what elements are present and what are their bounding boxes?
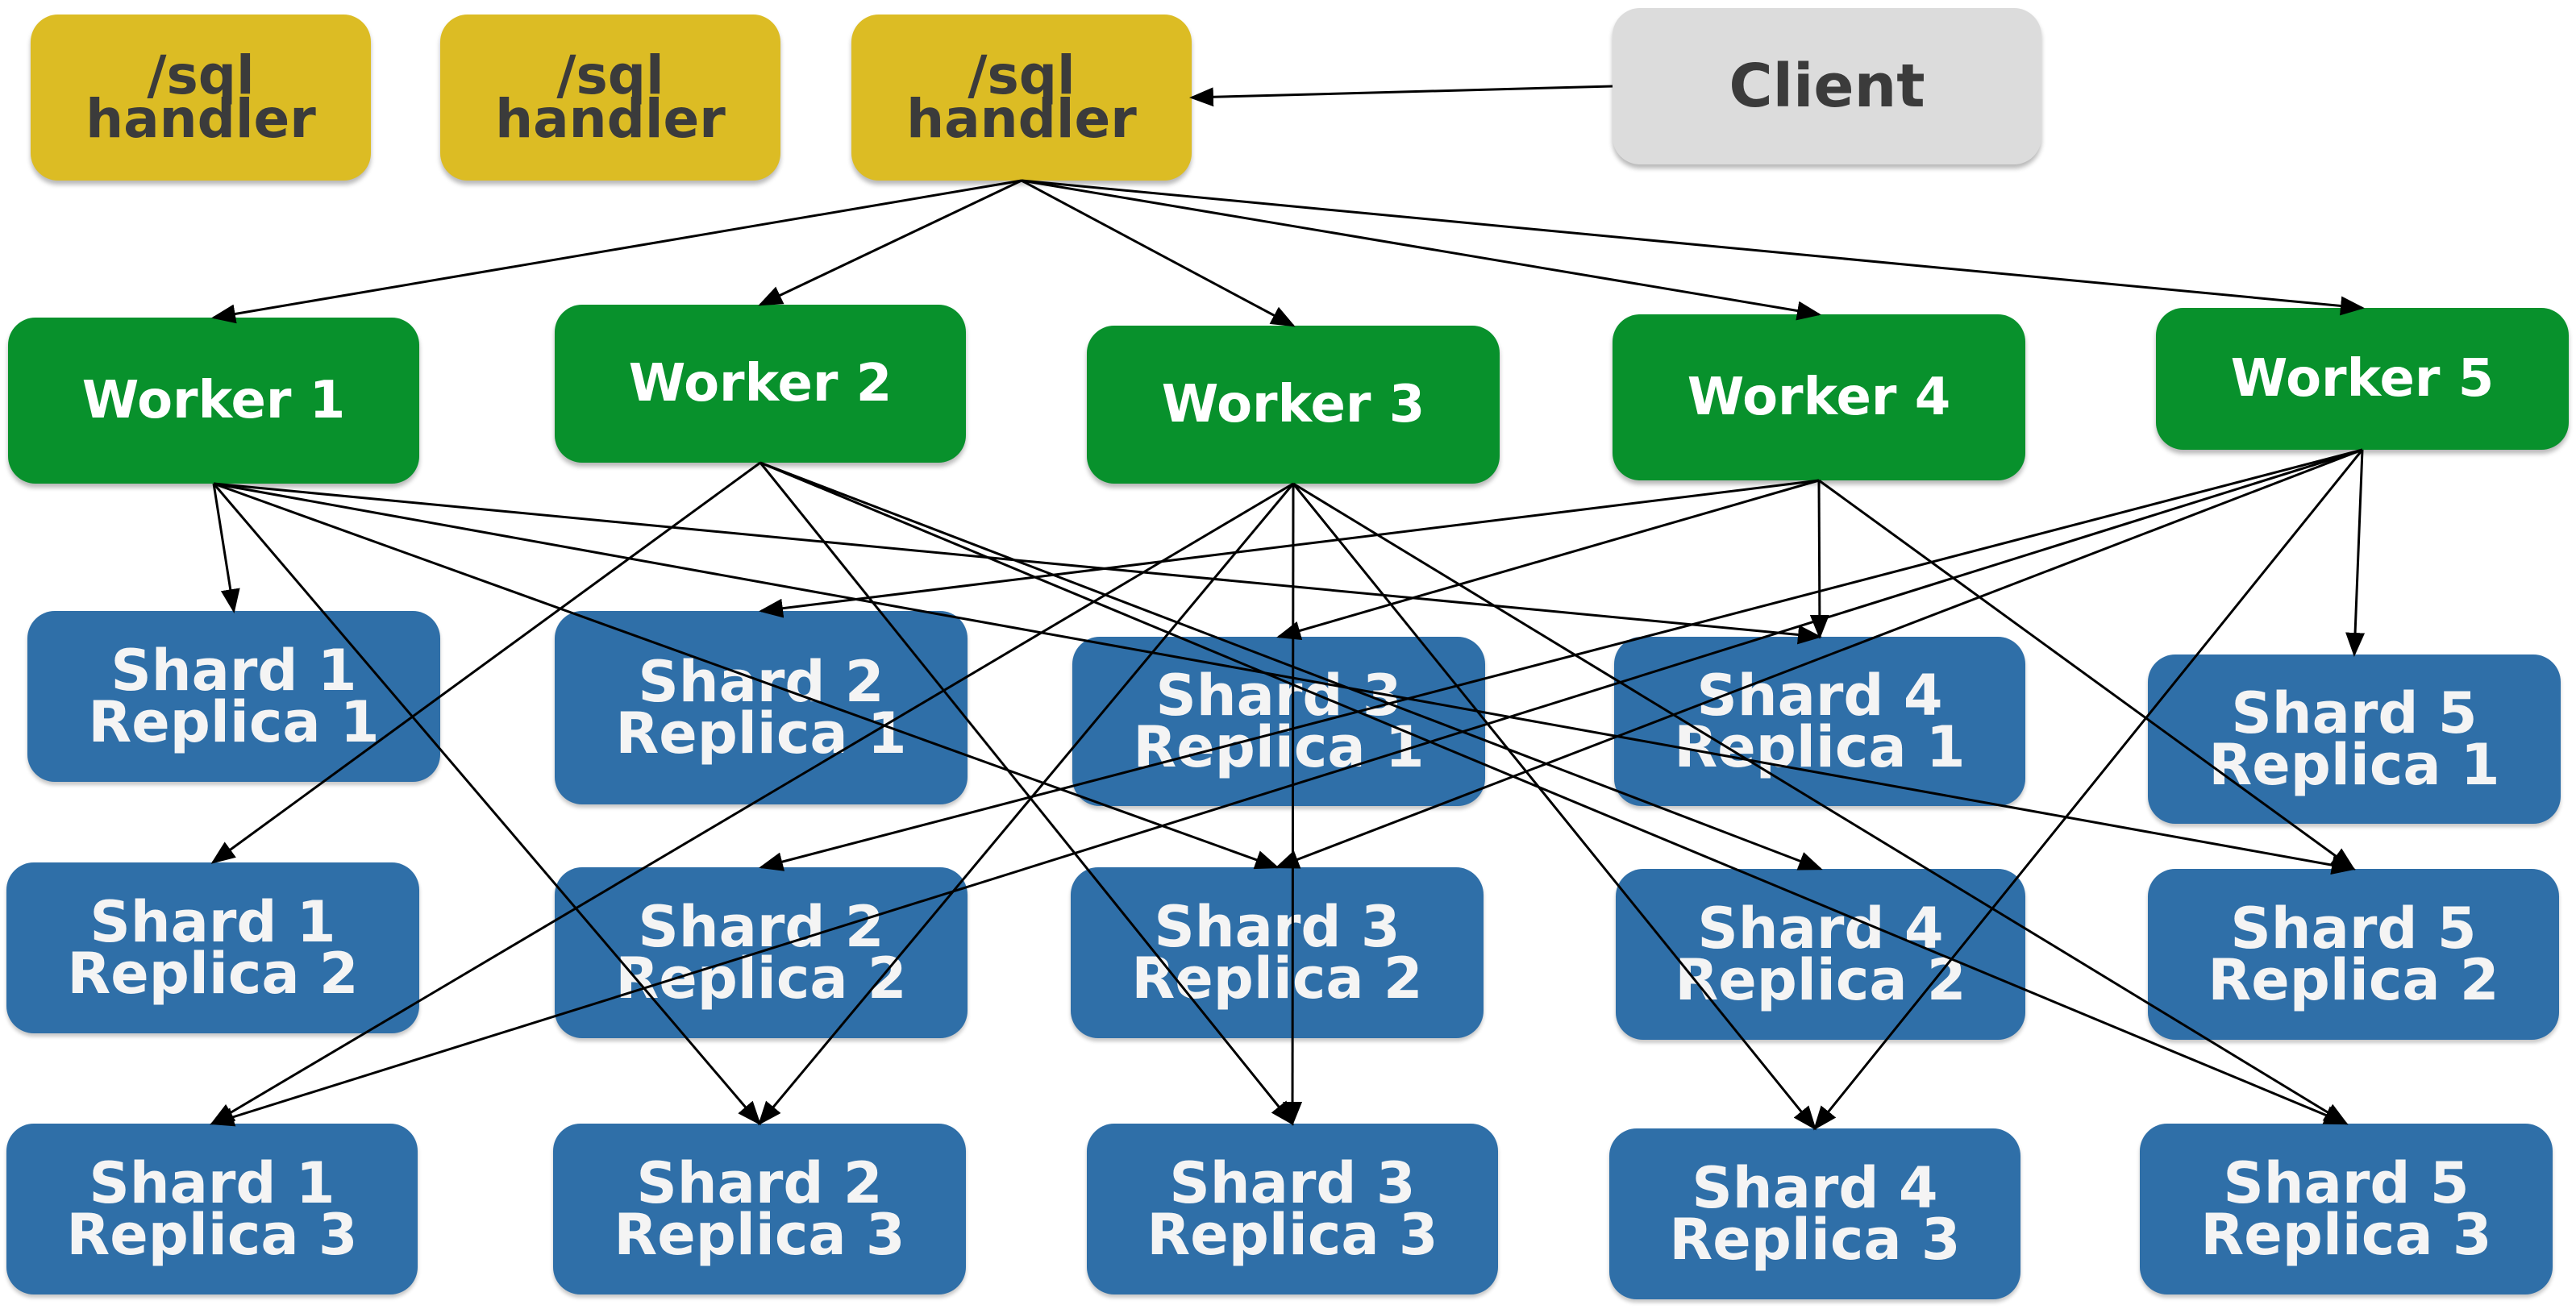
shard-5-replica-3: Shard 5 Replica 3 (2140, 1124, 2553, 1294)
shard-4-replica-2: Shard 4 Replica 2 (1616, 869, 2025, 1040)
sql-handler-3: /sql handler (851, 15, 1192, 181)
shard-4-replica-1: Shard 4 Replica 1 (1614, 637, 2025, 806)
shard-5-replica-2: Shard 5 Replica 2 (2148, 869, 2559, 1040)
shard-3-replica-1: Shard 3 Replica 1 (1072, 637, 1485, 806)
shard-5-replica-1: Shard 5 Replica 1 (2148, 654, 2561, 824)
client-node: Client (1613, 8, 2041, 164)
shard-2-replica-3: Shard 2 Replica 3 (553, 1124, 966, 1294)
sql-handler-1: /sql handler (31, 15, 371, 181)
worker-3: Worker 3 (1087, 326, 1500, 484)
worker-1: Worker 1 (8, 318, 419, 484)
shard-1-replica-2: Shard 1 Replica 2 (6, 862, 419, 1033)
shard-3-replica-3: Shard 3 Replica 3 (1087, 1124, 1498, 1294)
shard-2-replica-2: Shard 2 Replica 2 (555, 867, 968, 1038)
sql-handler-2: /sql handler (440, 15, 780, 181)
shard-4-replica-3: Shard 4 Replica 3 (1609, 1128, 2020, 1299)
shard-3-replica-2: Shard 3 Replica 2 (1071, 867, 1484, 1038)
worker-4: Worker 4 (1613, 314, 2025, 480)
worker-5: Worker 5 (2156, 308, 2569, 450)
shard-1-replica-1: Shard 1 Replica 1 (27, 611, 440, 782)
shard-2-replica-1: Shard 2 Replica 1 (555, 611, 968, 804)
shard-1-replica-3: Shard 1 Replica 3 (6, 1124, 418, 1294)
worker-2: Worker 2 (555, 305, 966, 463)
